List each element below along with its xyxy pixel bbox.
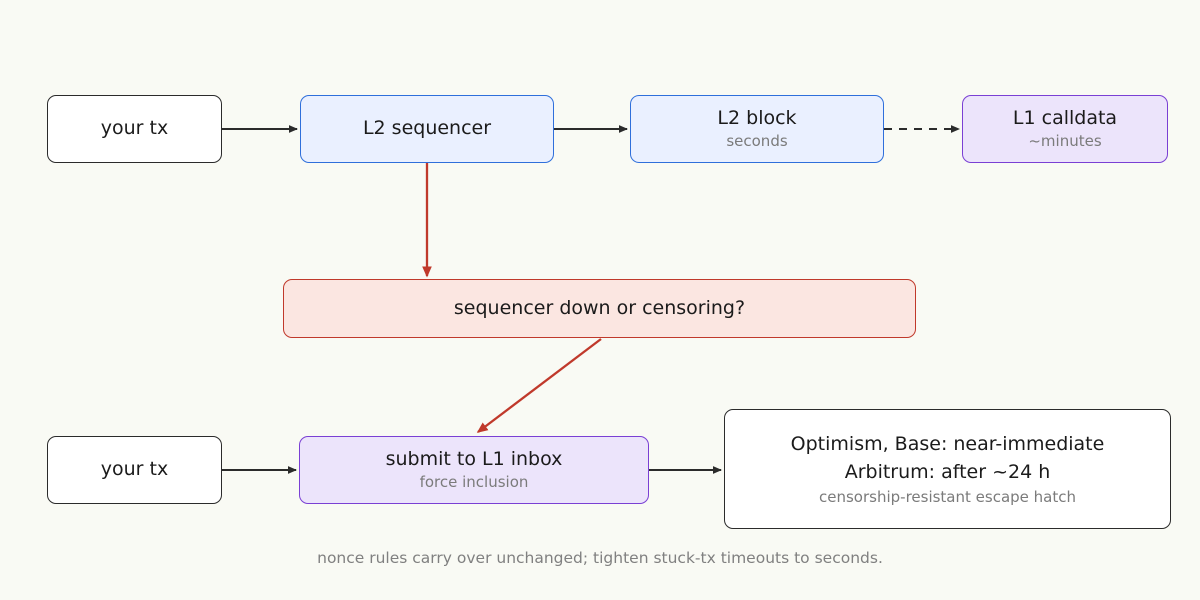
edge-down-to-submit (476, 338, 602, 433)
node-title: submit to L1 inbox (385, 448, 563, 471)
node-title: sequencer down or censoring? (453, 296, 746, 319)
diagram-caption: nonce rules carry over unchanged; tighte… (317, 549, 883, 567)
node-title: L2 block (717, 107, 797, 130)
node-subtitle: seconds (726, 132, 788, 151)
node-sequencer-down[interactable]: sequencer down or censoring? (283, 279, 916, 338)
node-submit-to-l1-inbox[interactable]: submit to L1 inbox force inclusion (299, 436, 649, 504)
node-title-line2: Arbitrum: after ~24 h (844, 460, 1051, 483)
node-l1-calldata[interactable]: L1 calldata ~minutes (962, 95, 1168, 163)
node-title: L1 calldata (1012, 107, 1118, 130)
node-title: L2 sequencer (362, 117, 492, 140)
node-subtitle: censorship-resistant escape hatch (819, 488, 1076, 507)
node-subtitle: ~minutes (1028, 132, 1102, 151)
node-your-tx-bottom[interactable]: your tx (47, 436, 222, 504)
node-title: your tx (100, 117, 169, 140)
node-your-tx-top[interactable]: your tx (47, 95, 222, 163)
node-subtitle: force inclusion (419, 473, 529, 492)
node-outcome[interactable]: Optimism, Base: near-immediate Arbitrum:… (724, 409, 1171, 529)
node-l2-sequencer[interactable]: L2 sequencer (300, 95, 554, 163)
node-l2-block[interactable]: L2 block seconds (630, 95, 884, 163)
node-title-line1: Optimism, Base: near-immediate (790, 433, 1105, 456)
node-title: your tx (100, 458, 169, 481)
